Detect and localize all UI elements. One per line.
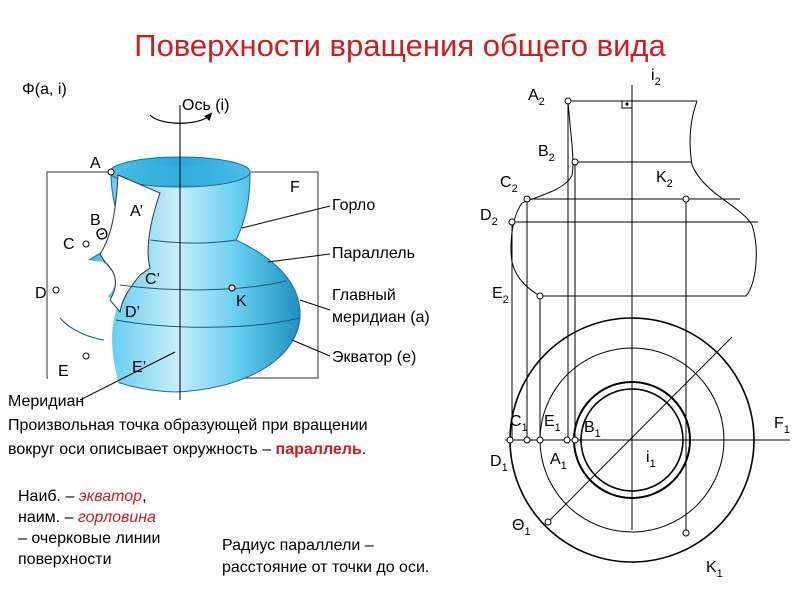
label-b1: B1 bbox=[584, 419, 601, 440]
label-b2: B2 bbox=[538, 143, 555, 164]
label-c2: C2 bbox=[500, 174, 518, 195]
label-b: B bbox=[90, 212, 101, 229]
label-e1: E1 bbox=[544, 413, 561, 434]
leader-equator bbox=[291, 339, 331, 357]
callout-equator: Экватор (e) bbox=[332, 349, 416, 366]
label-d-prime: D’ bbox=[125, 304, 140, 321]
cutaway-panel bbox=[48, 255, 120, 388]
label-k2: K2 bbox=[656, 169, 673, 190]
label-k1: K1 bbox=[706, 559, 723, 580]
label-i1: i1 bbox=[646, 449, 656, 470]
callout-main-meridian-2: меридиан (a) bbox=[332, 309, 430, 326]
label-c: C bbox=[63, 236, 75, 253]
callout-gorlo: Горло bbox=[332, 197, 375, 214]
leader-parallel bbox=[267, 253, 331, 263]
left-figure: A B A’ Θ C D E C’ D’ E’ K F Φ(a, i) Ось … bbox=[8, 81, 430, 410]
label-a1: A1 bbox=[550, 451, 567, 472]
equator-parallel bbox=[115, 317, 301, 328]
body-text-line2: вокруг оси описывает окружность – паралл… bbox=[8, 440, 366, 460]
rotation-arrow bbox=[149, 112, 213, 124]
label-f: F bbox=[290, 179, 300, 196]
point-e2 bbox=[536, 292, 544, 300]
callout-meridian: Меридиан bbox=[8, 393, 84, 410]
point-d bbox=[52, 286, 60, 294]
leader-meridian bbox=[79, 351, 176, 401]
label-e-prime: E’ bbox=[132, 359, 146, 376]
callout-parallel: Параллель bbox=[332, 245, 415, 262]
right-labels: i2 A2 B2 C2 D2 E2 K2 C1 E1 B1 F1 D1 A1 i… bbox=[480, 67, 790, 580]
body-text-line2-start: вокруг оси описывает окружность – bbox=[8, 441, 276, 458]
point-theta1 bbox=[544, 518, 552, 526]
point-a2 bbox=[564, 97, 572, 105]
label-a-prime: A’ bbox=[130, 203, 143, 220]
note-left-l2: наим. – горловина bbox=[18, 508, 156, 528]
point-d2 bbox=[508, 218, 516, 226]
axis-label: Ось (i) bbox=[182, 97, 229, 114]
point-k bbox=[228, 284, 236, 292]
note-left-l4: поверхности bbox=[18, 551, 112, 568]
front-right-angle bbox=[621, 101, 632, 109]
theta-line bbox=[547, 336, 733, 523]
note-left-l1-start: Наиб. – bbox=[18, 488, 79, 505]
top-points bbox=[506, 436, 690, 537]
note-left-l1: Наиб. – экватор, bbox=[18, 487, 147, 507]
note-right-l2: расстояние от точки до оси. bbox=[222, 559, 430, 576]
throat-highlight: горловина bbox=[77, 509, 156, 526]
front-points bbox=[508, 97, 690, 300]
label-f1: F1 bbox=[774, 415, 790, 436]
label-d: D bbox=[35, 285, 47, 302]
label-e2: E2 bbox=[492, 285, 509, 306]
point-d1 bbox=[506, 436, 514, 444]
equator-highlight: экватор bbox=[78, 488, 143, 505]
right-angle-dot bbox=[625, 102, 629, 106]
leader-main-meridian bbox=[299, 299, 331, 311]
point-a bbox=[107, 168, 115, 176]
label-k: K bbox=[236, 293, 247, 310]
point-a1 bbox=[563, 436, 571, 444]
point-k1 bbox=[682, 529, 690, 537]
lower-parallel bbox=[59, 317, 105, 341]
label-theta: Θ bbox=[94, 225, 112, 245]
front-outline bbox=[510, 100, 757, 297]
point-b1 bbox=[571, 436, 579, 444]
label-d2: D2 bbox=[480, 207, 498, 228]
note-left-l3: – очерковые линии bbox=[18, 530, 161, 547]
label-c1: C1 bbox=[510, 413, 528, 434]
surface-label: Φ(a, i) bbox=[22, 81, 67, 98]
callout-main-meridian-1: Главный bbox=[332, 287, 396, 304]
parallel-highlight: параллель bbox=[275, 441, 362, 458]
label-e: E bbox=[58, 363, 69, 380]
body-text-line1: Произвольная точка образующей при вращен… bbox=[8, 417, 368, 434]
label-d1: D1 bbox=[490, 453, 508, 474]
note-left-l2-start: наим. – bbox=[18, 509, 78, 526]
point-e bbox=[82, 352, 90, 360]
point-c1 bbox=[523, 436, 531, 444]
cutaway-panel-2 bbox=[99, 174, 161, 314]
label-a: A bbox=[90, 155, 101, 172]
note-right-l1: Радиус параллели – bbox=[222, 537, 374, 554]
point-b2 bbox=[571, 158, 579, 166]
body-text-line2-end: . bbox=[361, 441, 367, 458]
label-a2: A2 bbox=[528, 87, 545, 108]
point-e1 bbox=[536, 436, 544, 444]
leader-gorlo bbox=[241, 205, 331, 229]
note-left-l1-end: , bbox=[142, 488, 147, 505]
k-parallel bbox=[119, 280, 287, 291]
point-c2 bbox=[523, 195, 531, 203]
throat-parallel bbox=[149, 239, 237, 244]
label-theta1: Θ1 bbox=[512, 517, 531, 538]
point-c bbox=[82, 240, 90, 248]
page-title: Поверхности вращения общего вида bbox=[134, 28, 666, 63]
point-k2 bbox=[682, 195, 690, 203]
label-c-prime: C’ bbox=[145, 271, 160, 288]
label-i2: i2 bbox=[651, 67, 661, 88]
